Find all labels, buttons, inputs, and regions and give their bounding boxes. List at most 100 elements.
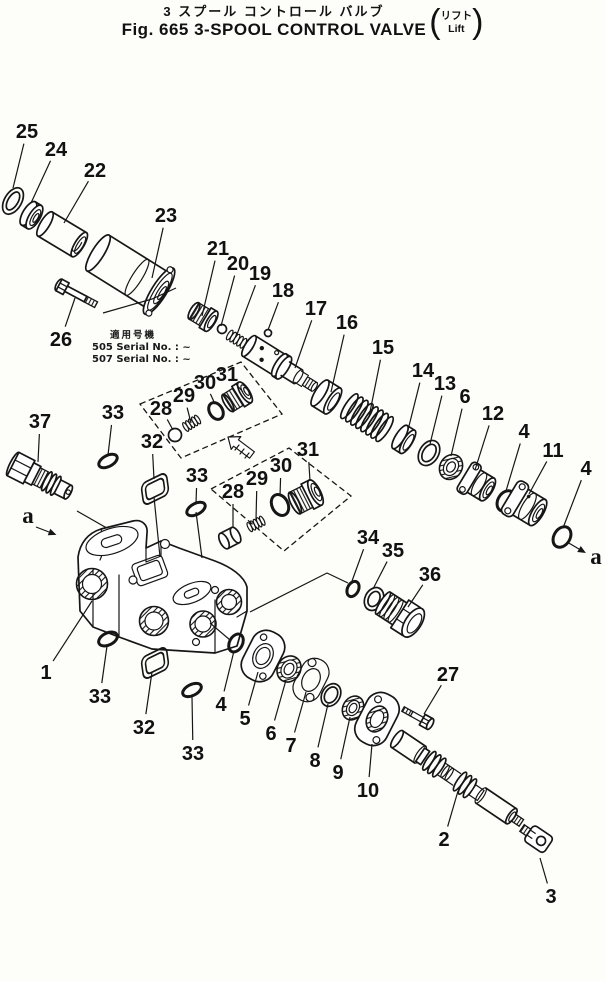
leader-line-11 bbox=[528, 461, 548, 495]
serial-note: 適用号機 505 Serial No. : ~ 507 Serial No. :… bbox=[92, 329, 191, 365]
part-label-7: 7 bbox=[285, 735, 296, 757]
leader-line-36 bbox=[407, 584, 424, 608]
part-label-14: 14 bbox=[412, 360, 435, 382]
part-33-oring-d bbox=[181, 681, 203, 699]
leader-line-31 bbox=[235, 383, 244, 393]
part-21-plug bbox=[187, 301, 219, 333]
part-label-21: 21 bbox=[207, 238, 229, 260]
part-label-3: 3 bbox=[545, 886, 556, 908]
part-label-27: 27 bbox=[437, 664, 459, 686]
leader-line-1 bbox=[52, 600, 93, 662]
leader-line-28 bbox=[166, 419, 174, 431]
close-paren: ) bbox=[472, 3, 484, 42]
figure-title-english: Fig. 665 3-SPOOL CONTROL VALVE bbox=[121, 20, 427, 39]
seal-install-line-32a bbox=[153, 496, 161, 558]
part-4-oring-3 bbox=[227, 632, 245, 654]
leader-line-30 bbox=[279, 477, 282, 497]
part-label-11: 11 bbox=[542, 440, 563, 462]
part-26-bolt bbox=[54, 278, 99, 309]
part-3-clevis bbox=[518, 823, 554, 854]
leader-line-32 bbox=[145, 671, 153, 715]
leader-line-26 bbox=[64, 297, 76, 327]
part-18-ball bbox=[263, 328, 273, 338]
seal-install-line-33b bbox=[195, 511, 203, 559]
part-19-spring bbox=[225, 329, 248, 349]
part-label-24: 24 bbox=[45, 139, 68, 161]
figure-title-japanese: 3 スプール コントロール バルブ bbox=[163, 4, 385, 19]
leader-line-23 bbox=[151, 227, 164, 279]
serial-note-heading: 適用号機 bbox=[110, 329, 156, 341]
part-28-poppet-kit2 bbox=[217, 526, 242, 550]
part-label-1: 1 bbox=[40, 662, 51, 684]
part-label-28: 28 bbox=[222, 481, 244, 503]
section-arrow-line bbox=[35, 526, 50, 533]
leader-line-35 bbox=[372, 561, 388, 590]
oring-install-line-4b bbox=[209, 622, 231, 641]
leader-line-27 bbox=[423, 684, 442, 715]
leader-line-37 bbox=[37, 433, 40, 463]
leader-line-12 bbox=[474, 425, 490, 471]
leader-line-14 bbox=[407, 382, 421, 431]
part-label-31: 31 bbox=[216, 364, 238, 386]
leader-line-19 bbox=[235, 284, 256, 338]
part-29-spring-kit1 bbox=[182, 414, 202, 432]
part-14-collar bbox=[391, 424, 417, 455]
part-23-spring-cover bbox=[84, 234, 176, 317]
paren-english: Lift bbox=[448, 22, 465, 35]
leader-line-21 bbox=[201, 260, 216, 317]
part-label-16: 16 bbox=[336, 312, 358, 334]
part-10-flange bbox=[353, 691, 401, 747]
leader-line-10 bbox=[368, 743, 373, 778]
part-31-plug-kit1 bbox=[221, 381, 254, 413]
part-33-oring-a bbox=[97, 452, 119, 470]
leader-line-22 bbox=[63, 180, 89, 224]
part-label-12: 12 bbox=[482, 403, 504, 425]
leader-line-13 bbox=[429, 395, 443, 445]
part-label-23: 23 bbox=[155, 205, 177, 227]
section-arrow-line bbox=[566, 541, 580, 550]
leader-line-2 bbox=[447, 790, 459, 827]
part-label-4: 4 bbox=[580, 458, 592, 480]
leader-line-24 bbox=[30, 160, 52, 204]
part-label-33: 33 bbox=[102, 402, 124, 424]
part-label-5: 5 bbox=[239, 708, 250, 730]
part-33-oring-b bbox=[185, 500, 207, 518]
part-15-spring bbox=[339, 392, 395, 443]
kit-box-2 bbox=[209, 447, 353, 552]
part-6-gland-lower bbox=[276, 655, 302, 683]
part-label-15: 15 bbox=[372, 337, 394, 359]
leader-line-16 bbox=[330, 334, 345, 393]
part-label-17: 17 bbox=[305, 298, 327, 320]
part-label-37: 37 bbox=[29, 411, 51, 433]
part-label-35: 35 bbox=[382, 540, 404, 562]
part-1-valve-body bbox=[75, 519, 248, 654]
part-2-spool bbox=[389, 729, 525, 828]
leader-line-32 bbox=[152, 453, 155, 480]
paren-stack: リフト Lift bbox=[441, 10, 473, 34]
part-8-ring bbox=[320, 682, 342, 708]
part-4-oring-2 bbox=[551, 525, 573, 549]
part-label-28: 28 bbox=[150, 398, 172, 420]
part-22-sleeve bbox=[35, 210, 89, 258]
part-6-gland-upper bbox=[438, 453, 464, 481]
leader-line-20 bbox=[220, 275, 236, 327]
figure-title-parenthetical: ( リフト Lift ) bbox=[429, 3, 484, 42]
part-label-26: 26 bbox=[50, 329, 72, 351]
figure-title-lines: 3 スプール コントロール バルブ Fig. 665 3-SPOOL CONTR… bbox=[122, 1, 427, 40]
part-label-32: 32 bbox=[133, 717, 155, 739]
part-37-relief-valve bbox=[5, 451, 74, 500]
leader-line-17 bbox=[294, 320, 313, 369]
leader-line-4 bbox=[562, 479, 582, 529]
part-label-31: 31 bbox=[297, 439, 319, 461]
part-label-22: 22 bbox=[84, 160, 106, 182]
section-arrow-head bbox=[577, 545, 586, 554]
part-30-oring-kit2 bbox=[269, 493, 291, 517]
leader-line-9 bbox=[340, 716, 351, 760]
part-label-33: 33 bbox=[186, 465, 208, 487]
part-label-29: 29 bbox=[173, 385, 195, 407]
part-32-square-ring-a bbox=[140, 473, 170, 505]
part-label-36: 36 bbox=[419, 564, 441, 586]
leader-line-4 bbox=[223, 650, 235, 692]
leader-line-33 bbox=[107, 424, 113, 456]
